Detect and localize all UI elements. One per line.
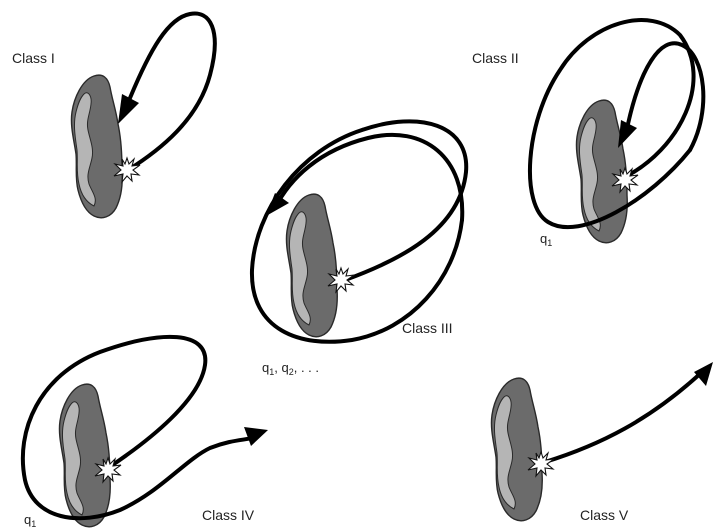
class-3-outer-orbit <box>252 121 466 341</box>
class-3-label: Class III <box>402 320 453 336</box>
class-1-diagram <box>71 14 214 218</box>
class-4-label: Class IV <box>202 507 254 523</box>
class-1-arrowhead <box>118 94 139 124</box>
class-4-q-label: q1 <box>24 512 36 532</box>
class-4-asteroid <box>59 384 110 527</box>
class-1-trajectory <box>128 14 215 170</box>
class-5-label: Class V <box>580 507 628 523</box>
class-5-trajectory <box>545 372 702 462</box>
class-3-asteroid <box>286 194 337 337</box>
class-2-q-label: q1 <box>540 231 552 251</box>
class-4-orbit <box>23 337 252 518</box>
class-2-arrowhead <box>618 120 637 148</box>
class-3-diagram <box>252 121 466 341</box>
class-5-diagram <box>491 362 713 521</box>
class-2-label: Class II <box>472 50 519 66</box>
class-1-asteroid <box>71 75 122 218</box>
class-4-arrowhead <box>244 427 268 446</box>
class-1-label: Class I <box>12 50 55 66</box>
class-2-diagram <box>530 20 703 243</box>
class-5-arrowhead <box>694 362 713 386</box>
class-5-asteroid <box>491 378 542 521</box>
class-4-diagram <box>23 337 268 527</box>
class-3-q-label: q1, q2, . . . <box>262 360 319 380</box>
class-2-asteroid <box>576 100 627 243</box>
